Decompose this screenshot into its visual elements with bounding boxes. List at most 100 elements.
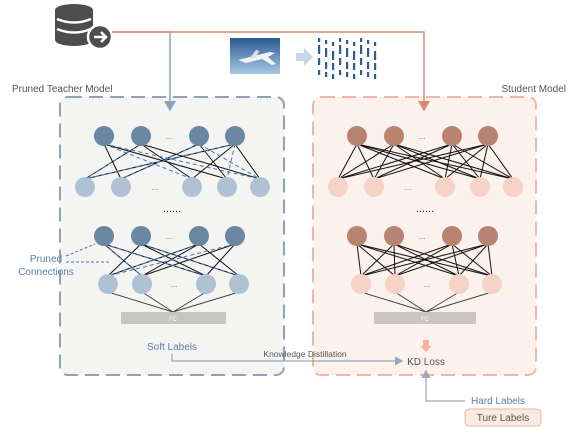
- feature-bar: [346, 48, 349, 57]
- fc-line: [172, 291, 207, 313]
- input-node: [385, 274, 405, 294]
- feature-bar: [374, 63, 377, 70]
- input-node: [351, 274, 371, 294]
- fc-line: [172, 291, 240, 313]
- fc-line: [360, 291, 427, 313]
- feature-bar: [360, 70, 363, 75]
- connection-line: [191, 143, 236, 180]
- input-node: [196, 274, 216, 294]
- fc-line: [394, 291, 427, 313]
- feature-bar: [325, 40, 328, 44]
- knowledge-distillation-label: Knowledge Distillation: [263, 349, 346, 359]
- ellipsis: ...: [152, 183, 159, 192]
- ellipsis: ...: [171, 280, 178, 289]
- connection-line: [140, 143, 193, 180]
- pruned-connection-line: [140, 243, 240, 277]
- connection-line: [205, 243, 236, 277]
- feature-bar: [339, 45, 342, 54]
- connection-line: [393, 243, 396, 277]
- pruned-connection-line: [107, 243, 236, 277]
- pruned-connection-line: [103, 243, 143, 277]
- feature-bar: [353, 51, 356, 60]
- fc-line: [141, 291, 174, 313]
- feature-bar: [360, 38, 363, 42]
- hidden-node: [435, 177, 455, 197]
- feature-bar: [325, 72, 328, 77]
- teacher-network: ..................: [65, 126, 270, 313]
- true-labels-label: Ture Labels: [477, 413, 529, 424]
- ellipsis: ...: [419, 232, 426, 241]
- ellipsis: ...: [166, 232, 173, 241]
- feature-bar: [325, 62, 328, 69]
- fc-line: [425, 291, 493, 313]
- fc-to-kd-arrow: [420, 340, 432, 352]
- connection-line: [393, 143, 514, 180]
- hidden-node: [384, 126, 404, 146]
- connection-line: [451, 243, 493, 277]
- connections: [337, 143, 514, 313]
- feature-bar: [346, 62, 349, 69]
- feature-bar: [367, 72, 370, 77]
- hidden-node: [94, 226, 114, 246]
- student-network: ..................: [328, 126, 523, 313]
- feature-bar: [332, 63, 335, 70]
- feature-bar: [367, 40, 370, 44]
- hidden-node: [131, 226, 151, 246]
- feature-bar: [332, 51, 335, 60]
- nodes: [328, 126, 523, 294]
- pruned-connection-line: [103, 143, 261, 180]
- nodes: [75, 126, 270, 294]
- hidden-node: [442, 226, 462, 246]
- connection-line: [394, 243, 489, 277]
- ellipsis: ...: [424, 280, 431, 289]
- teacher-panel: [59, 96, 285, 376]
- connection-line: [360, 243, 395, 277]
- input-node: [132, 274, 152, 294]
- hidden-node: [364, 177, 384, 197]
- connection-line: [337, 143, 358, 180]
- connection-line: [360, 243, 489, 277]
- feature-bar: [353, 42, 356, 46]
- feature-bar: [353, 63, 356, 70]
- pruned-connection-line: [84, 143, 236, 180]
- feature-bar: [353, 74, 356, 79]
- connection-line: [458, 243, 489, 277]
- connection-line: [356, 243, 362, 277]
- hard-labels-label: Hard Labels: [471, 396, 525, 407]
- ellipsis: ...: [166, 132, 173, 141]
- connection-line: [393, 143, 481, 180]
- feature-bar: [332, 74, 335, 79]
- hidden-node: [347, 226, 367, 246]
- feature-bar: [318, 45, 321, 54]
- connection-line: [356, 243, 396, 277]
- feature-bar: [367, 62, 370, 69]
- pruned-connection-line: [226, 143, 236, 180]
- hidden-node: [478, 226, 498, 246]
- connection-line: [487, 243, 493, 277]
- pruned-connections-label-line1: Pruned: [30, 254, 62, 265]
- connection-line: [444, 143, 453, 180]
- feature-barcode-icon: [318, 38, 377, 79]
- connection-line: [487, 143, 514, 180]
- ellipsis: ...: [405, 183, 412, 192]
- connection-line: [337, 143, 489, 180]
- connection-line: [103, 143, 228, 180]
- hidden-node: [189, 226, 209, 246]
- feature-bar: [374, 51, 377, 60]
- data-to-student-arrow: [112, 31, 430, 112]
- hidden-node: [225, 126, 245, 146]
- pruned-connection-line: [103, 143, 193, 180]
- hidden-node: [384, 226, 404, 246]
- feature-bar: [318, 58, 321, 65]
- teacher-title: Pruned Teacher Model: [12, 84, 112, 95]
- airplane-image: [230, 38, 280, 74]
- connection-line: [479, 143, 489, 180]
- pruned-connection-line: [103, 243, 207, 277]
- teacher-fc-label: FC: [169, 317, 178, 323]
- hidden-node: [250, 177, 270, 197]
- hidden-node: [94, 126, 114, 146]
- teacher-fc-bar: [121, 312, 226, 324]
- pruned-connection-line: [107, 243, 200, 277]
- connection-line: [373, 143, 395, 180]
